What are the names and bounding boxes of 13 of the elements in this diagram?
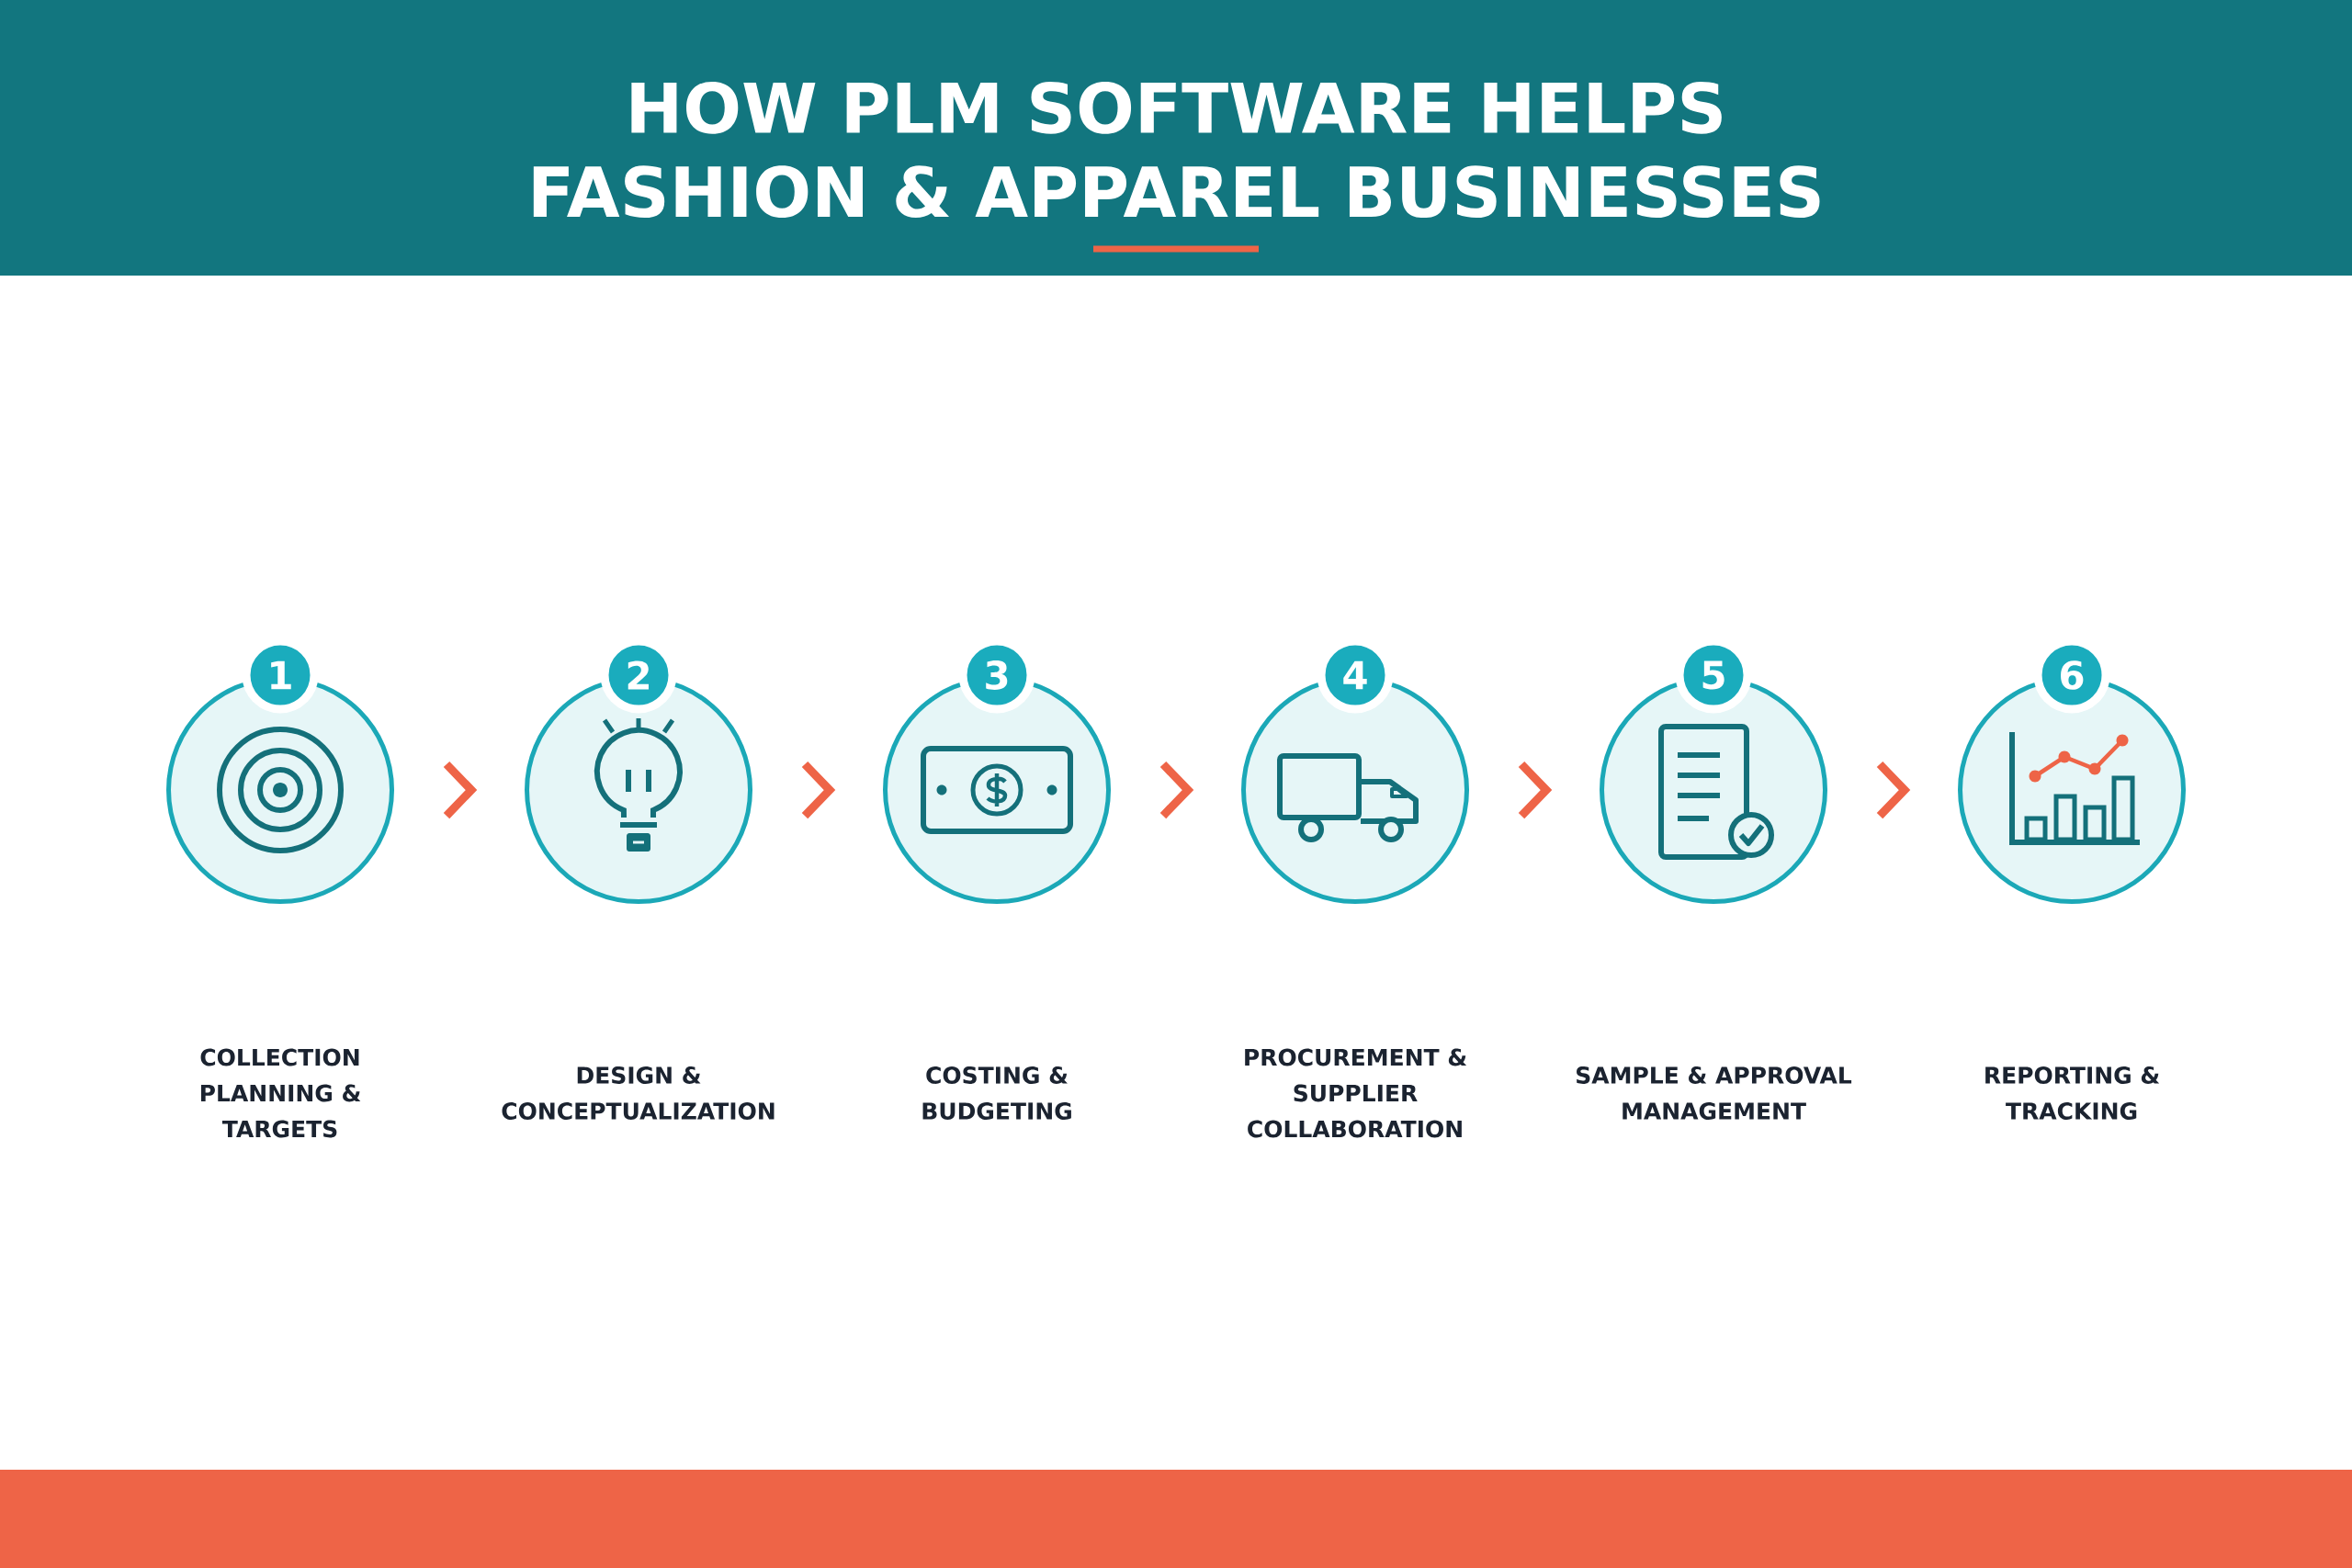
- step-label: COLLECTION PLANNING & TARGETS: [200, 1048, 361, 1138]
- title: HOW PLM SOFTWARE HELPS FASHION & APPAREL BUSINESSES: [533, 81, 1820, 219]
- number-badge: 1: [242, 637, 319, 714]
- step-label: DESIGN & CONCEPTUALIZATION: [502, 1066, 775, 1120]
- number-badge: 5: [1675, 637, 1752, 714]
- step-label: COSTING & BUDGETING: [922, 1066, 1071, 1120]
- number-badge: 4: [1317, 637, 1394, 714]
- number-badge: 3: [958, 637, 1035, 714]
- number-badge: 2: [600, 637, 677, 714]
- step-label: REPORTING & TRACKING: [1985, 1066, 2160, 1120]
- step-label: SAMPLE & APPROVAL MANAGEMENT: [1577, 1066, 1852, 1120]
- step-label: PROCUREMENT & SUPPLIER COLLABORATION: [1245, 1048, 1467, 1138]
- number-badge: 6: [2033, 637, 2110, 714]
